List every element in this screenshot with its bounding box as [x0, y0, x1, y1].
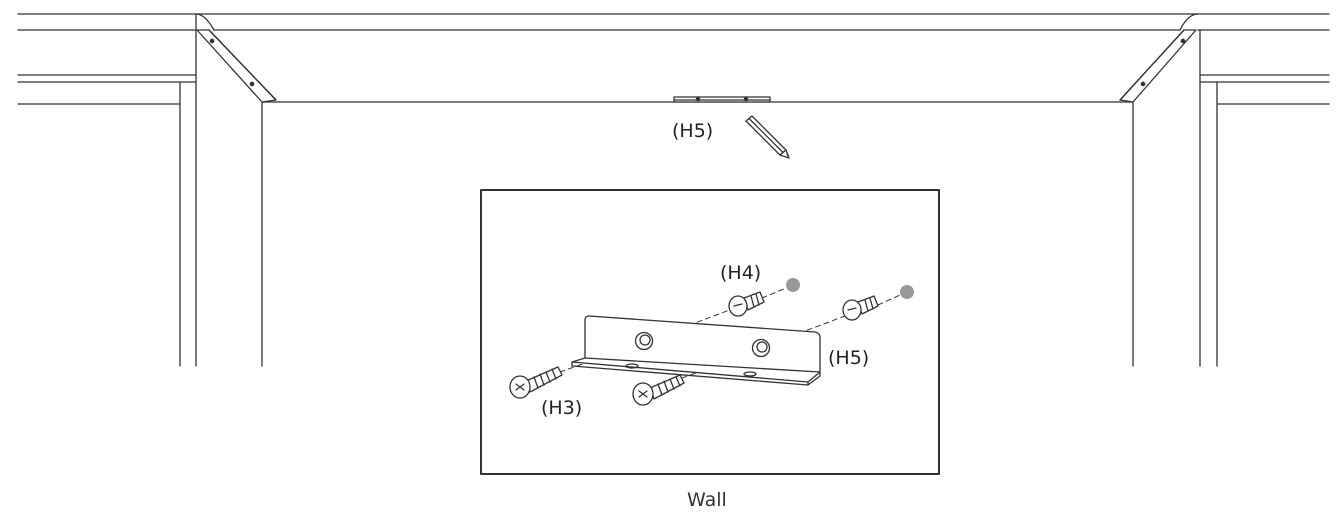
- drill-hole-mark-icon: [786, 278, 800, 292]
- left-corner-brace: [196, 29, 277, 103]
- wall-label: Wall: [687, 489, 727, 511]
- right-side-panel: [1132, 13, 1330, 367]
- wall-anchor-icon: [728, 291, 765, 317]
- l-bracket-icon: [571, 315, 821, 386]
- detail-inset-frame: [480, 189, 940, 475]
- left-side-panel: [17, 13, 263, 367]
- top-panel: [195, 13, 1199, 103]
- right-corner-brace: [1119, 29, 1197, 103]
- wall-anchor-icon: [842, 295, 879, 321]
- top-mounting-bracket: [673, 96, 771, 103]
- pencil-icon: [745, 115, 790, 159]
- top-bracket-label: (H5): [672, 120, 713, 142]
- anchor-label: (H4): [720, 262, 761, 284]
- screw-icon: [632, 374, 685, 406]
- screw-label: (H3): [541, 397, 582, 419]
- drill-hole-mark-icon: [900, 285, 914, 299]
- bracket-label: (H5): [828, 347, 869, 369]
- screw-icon: [509, 366, 563, 399]
